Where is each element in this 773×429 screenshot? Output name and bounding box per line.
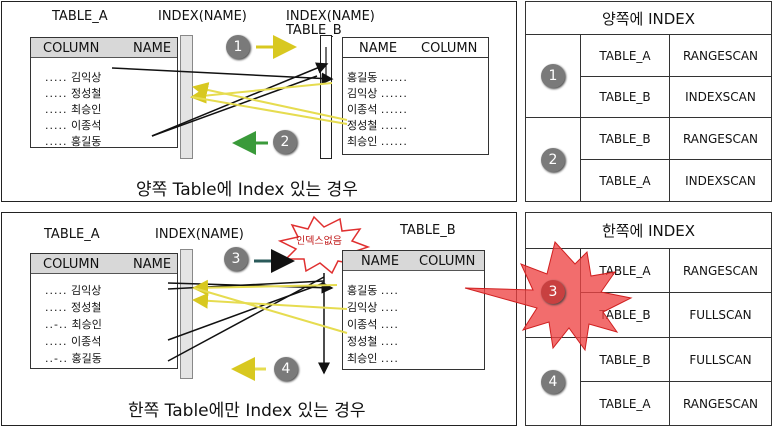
arrow-join-yellow: [193, 287, 348, 334]
list-item: ..... 최승인: [45, 103, 102, 116]
table-b-label: TABLE_B: [400, 223, 456, 238]
table-b-box: NAME COLUMN 홍길동 ...... 김익상 ...... 이종석 ..…: [342, 37, 489, 155]
arrow-join-yellow: [191, 96, 348, 125]
step-cell: 2: [525, 117, 581, 202]
arrow-join-yellow: [190, 82, 333, 104]
top-arrows: [111, 35, 348, 155]
table-a-box: COLUMN NAME ..... 김익상 ..... 정성철 ..-.. 최승…: [30, 253, 178, 369]
right-bottom-table: 한쪽에 INDEX TABLE_A RANGESCAN TABLE_B FULL…: [464, 212, 772, 426]
arrow-join: [151, 62, 329, 137]
table-a-header: COLUMN NAME: [31, 254, 177, 274]
column-header: COLUMN: [43, 257, 100, 272]
table-name-cell: TABLE_B: [580, 117, 670, 160]
step-cell: 1: [525, 34, 581, 118]
scan-type-cell: FULLSCAN: [669, 292, 772, 338]
index-bar-left: [180, 249, 193, 379]
table-name-cell: TABLE_B: [580, 76, 670, 118]
bottom-arrows: [167, 249, 348, 381]
scan-type-cell: RANGESCAN: [669, 34, 772, 77]
table-b-header: NAME COLUMN: [343, 251, 484, 271]
step-4-marker: 4: [541, 369, 565, 394]
table-b-header: NAME COLUMN: [343, 38, 488, 58]
step-3-marker: 3: [541, 280, 565, 304]
step-2-marker: 2: [541, 147, 565, 172]
scan-type-cell: RANGESCAN: [669, 117, 772, 160]
list-item: 이종석 ....: [347, 318, 399, 331]
column-header: COLUMN: [419, 254, 476, 269]
list-item: 김익상 ....: [347, 301, 399, 314]
arrow-join-yellow: [192, 292, 348, 310]
scan-type-cell: INDEXSCAN: [669, 76, 772, 118]
table-b-label: TABLE_B: [286, 23, 342, 38]
name-header: NAME: [133, 257, 172, 272]
list-item: 홍길동 ....: [347, 284, 399, 297]
table-a-label: TABLE_A: [52, 9, 108, 24]
arrow-join-yellow: [192, 279, 338, 296]
column-header: COLUMN: [421, 41, 478, 56]
index-left-label: INDEX(NAME): [158, 9, 247, 24]
bottom-caption: 한쪽 Table에만 Index 있는 경우: [128, 401, 366, 421]
list-item: ..... 김익상: [45, 284, 102, 297]
arrow-join: [167, 276, 325, 362]
scan-type-cell: FULLSCAN: [669, 337, 772, 382]
name-header: NAME: [359, 41, 398, 56]
list-item: ..... 이종석: [45, 335, 102, 348]
list-item: ..... 김익상: [45, 71, 102, 84]
list-item: ..... 이종석: [45, 119, 102, 132]
index-right-label: INDEX(NAME): [286, 9, 375, 24]
index-left-label: INDEX(NAME): [155, 227, 244, 242]
table-header: 양쪽에 INDEX: [525, 1, 772, 35]
list-item: ..-.. 최승인: [45, 318, 102, 331]
name-header: NAME: [133, 41, 172, 56]
list-item: 최승인 ......: [347, 135, 408, 148]
bottom-diagram-panel: TABLE_A INDEX(NAME) TABLE_B 인덱스없음 COLUMN…: [1, 212, 517, 426]
top-caption: 양쪽 Table에 Index 있는 경우: [136, 180, 358, 200]
name-header: NAME: [361, 254, 400, 269]
step-2-marker: 2: [273, 130, 297, 154]
table-name-cell: TABLE_A: [580, 34, 670, 77]
table-name-cell: TABLE_A: [580, 159, 670, 202]
arrow-join-yellow: [192, 82, 348, 121]
table-name-cell: TABLE_A: [580, 381, 670, 426]
table-a-header: COLUMN NAME: [31, 38, 177, 58]
scan-type-cell: INDEXSCAN: [669, 159, 772, 202]
list-item: ..... 홍길동: [45, 135, 102, 148]
full-scan-burst: [464, 240, 633, 352]
scan-type-cell: RANGESCAN: [669, 248, 772, 293]
table-b-box: NAME COLUMN 홍길동 .... 김익상 .... 이종석 .... 정…: [342, 250, 485, 370]
list-item: 이종석 ......: [347, 103, 408, 116]
step-3-marker: 3: [224, 247, 248, 271]
no-index-label: 인덱스없음: [296, 236, 342, 247]
table-a-label: TABLE_A: [44, 227, 100, 242]
list-item: 정성철 ....: [347, 335, 399, 348]
table-header: 한쪽에 INDEX: [525, 212, 772, 249]
list-item: 정성철 ......: [347, 119, 408, 132]
step-1-marker: 1: [541, 64, 565, 88]
step-1-marker: 1: [226, 35, 250, 59]
list-item: 김익상 ......: [347, 87, 408, 100]
list-item: 홍길동 ......: [347, 71, 408, 84]
right-top-table: 양쪽에 INDEX 1 TABLE_A RANGESCAN TABLE_B IN…: [525, 1, 772, 202]
step-cell: 4: [525, 337, 581, 426]
arrow-join: [167, 282, 325, 341]
list-item: 최승인 ....: [347, 352, 399, 365]
list-item: ..... 정성철: [45, 301, 102, 314]
list-item: ..... 정성철: [45, 87, 102, 100]
column-header: COLUMN: [43, 41, 100, 56]
arrow-join: [151, 75, 318, 137]
top-diagram-panel: TABLE_A INDEX(NAME) INDEX(NAME) TABLE_B …: [1, 1, 517, 202]
scan-type-cell: RANGESCAN: [669, 381, 772, 426]
list-item: ..-.. 홍길동: [45, 352, 102, 365]
table-a-box: COLUMN NAME ..... 김익상 ..... 정성철 ..... 최승…: [30, 37, 178, 148]
arrow-join: [111, 67, 334, 85]
step-4-marker: 4: [274, 357, 298, 381]
